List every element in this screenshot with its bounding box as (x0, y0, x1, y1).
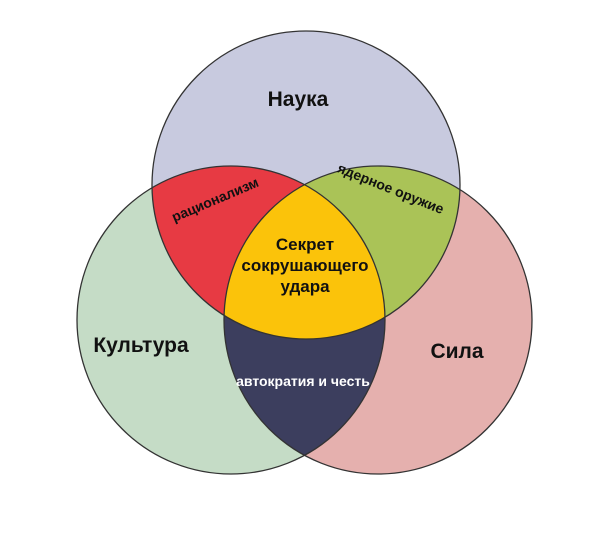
outline-power (223, 165, 533, 475)
label-power: Сила (430, 340, 483, 363)
region-all-three (224, 166, 385, 339)
label-center-line-1: Секрет (276, 235, 334, 254)
label-culture-power: автократия и честь (236, 373, 370, 389)
outline-science (151, 30, 461, 340)
label-culture: Культура (93, 334, 189, 357)
label-center-line-3: удара (280, 277, 330, 296)
label-science: Наука (268, 88, 329, 111)
outline-culture (76, 165, 386, 475)
label-center-line-2: сокрушающего (241, 256, 368, 275)
